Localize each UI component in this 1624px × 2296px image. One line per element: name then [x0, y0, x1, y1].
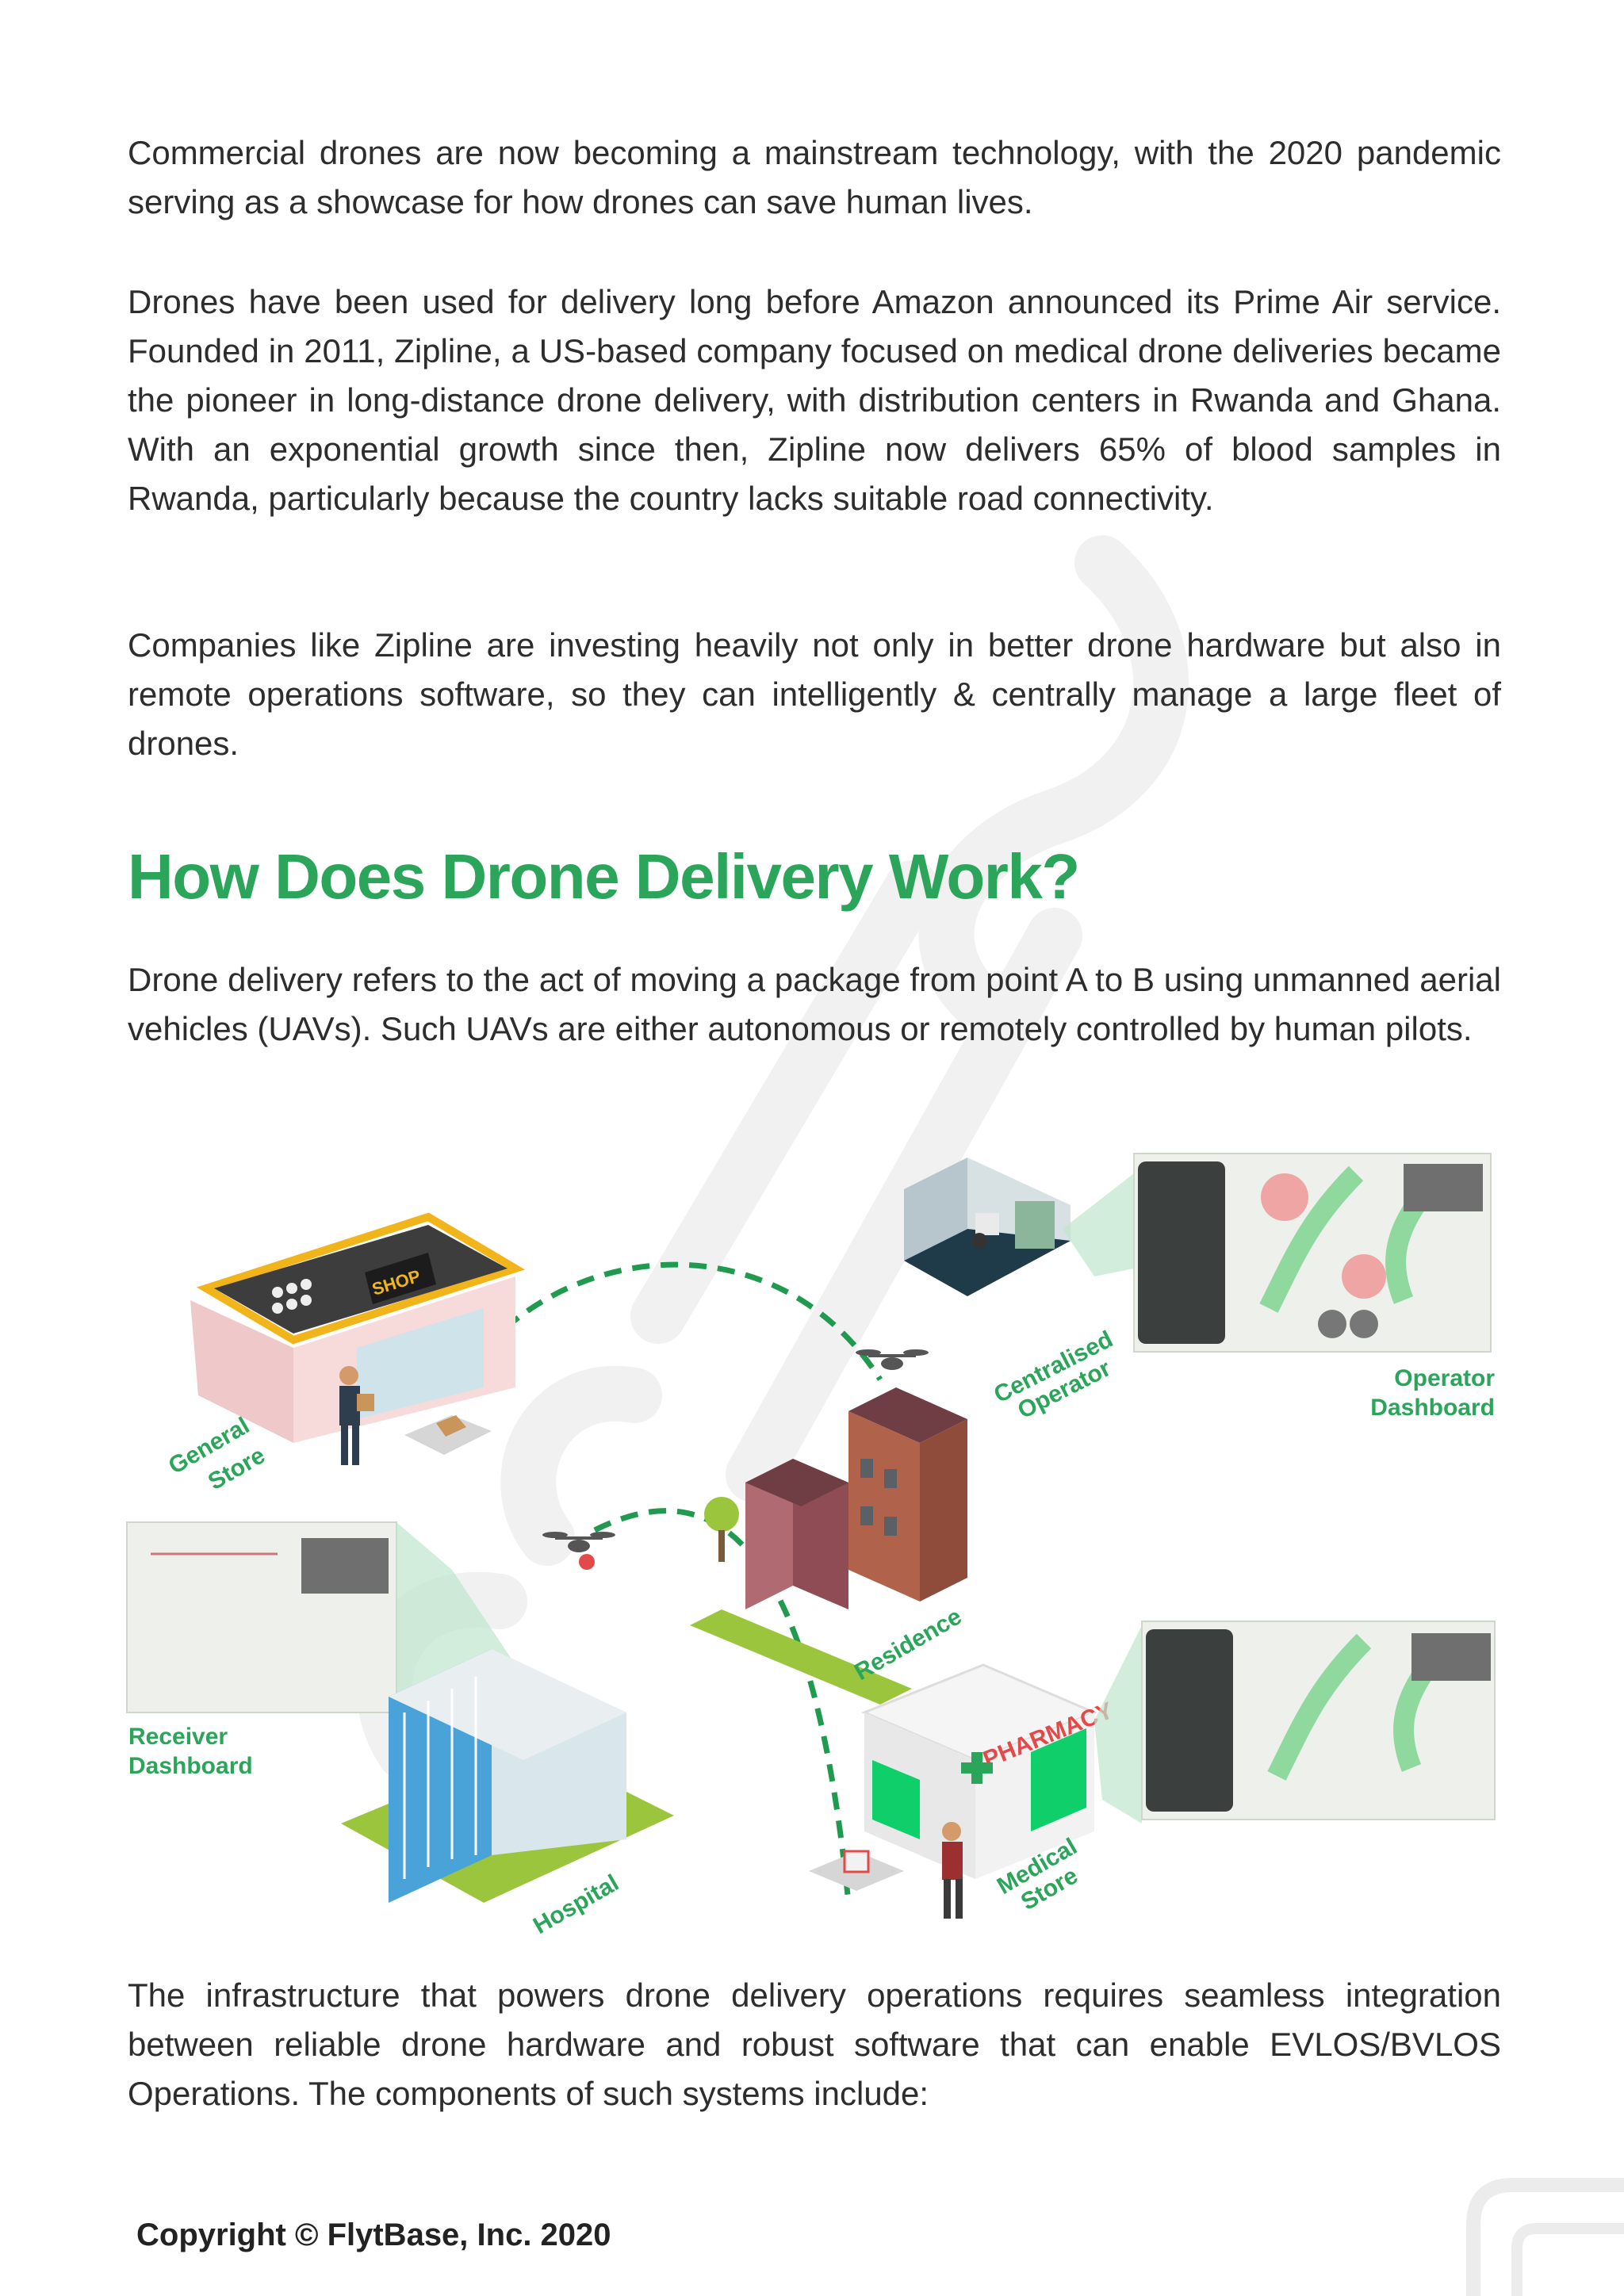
svg-text:Operator: Operator	[1394, 1365, 1495, 1391]
operator-room	[904, 1158, 1071, 1296]
software-paragraph: Companies like Zipline are investing hea…	[128, 626, 1501, 762]
drone-residence	[856, 1349, 929, 1370]
delivery-pad	[809, 1850, 904, 1891]
svg-text:Residence: Residence	[850, 1603, 966, 1686]
residence-building	[690, 1387, 967, 1705]
parcel-pad	[404, 1415, 492, 1455]
intro-paragraph: Commercial drones are now becoming a mai…	[128, 134, 1501, 220]
svg-text:Receiver: Receiver	[128, 1724, 228, 1750]
operator-screen-beam	[1063, 1173, 1134, 1276]
svg-text:Dashboard: Dashboard	[1370, 1395, 1495, 1421]
drone-hospital	[542, 1532, 615, 1570]
drone-delivery-illustration: SHOP General Store Centralised Operator	[126, 1153, 1496, 1939]
flight-path-hospital-to-residence	[593, 1508, 852, 1904]
svg-text:Hospital: Hospital	[529, 1869, 623, 1939]
pharmacy-building: PHARMACY	[861, 1663, 1116, 1879]
receiver-dashboard-image	[126, 1521, 397, 1713]
hospital-building	[341, 1649, 674, 1903]
copyright-footer: Copyright © FlytBase, Inc. 2020	[136, 2218, 611, 2252]
definition-paragraph: Drone delivery refers to the act of movi…	[128, 961, 1501, 1047]
section-heading: How Does Drone Delivery Work?	[128, 841, 1080, 912]
pharmacy-worker	[942, 1822, 963, 1919]
svg-text:Dashboard: Dashboard	[128, 1753, 253, 1779]
corner-logo-mark	[1466, 2178, 1624, 2296]
pharmacy-screen-beam	[1094, 1625, 1142, 1823]
shop-building: SHOP	[190, 1212, 526, 1443]
flight-path-shop-to-residence	[449, 1261, 883, 1397]
infrastructure-paragraph: The infrastructure that powers drone del…	[128, 1976, 1501, 2112]
shop-worker	[339, 1366, 374, 1465]
operator-dashboard-image	[1133, 1153, 1492, 1353]
pharmacy-dashboard-image	[1141, 1621, 1496, 1820]
zipline-paragraph: Drones have been used for delivery long …	[128, 283, 1501, 517]
